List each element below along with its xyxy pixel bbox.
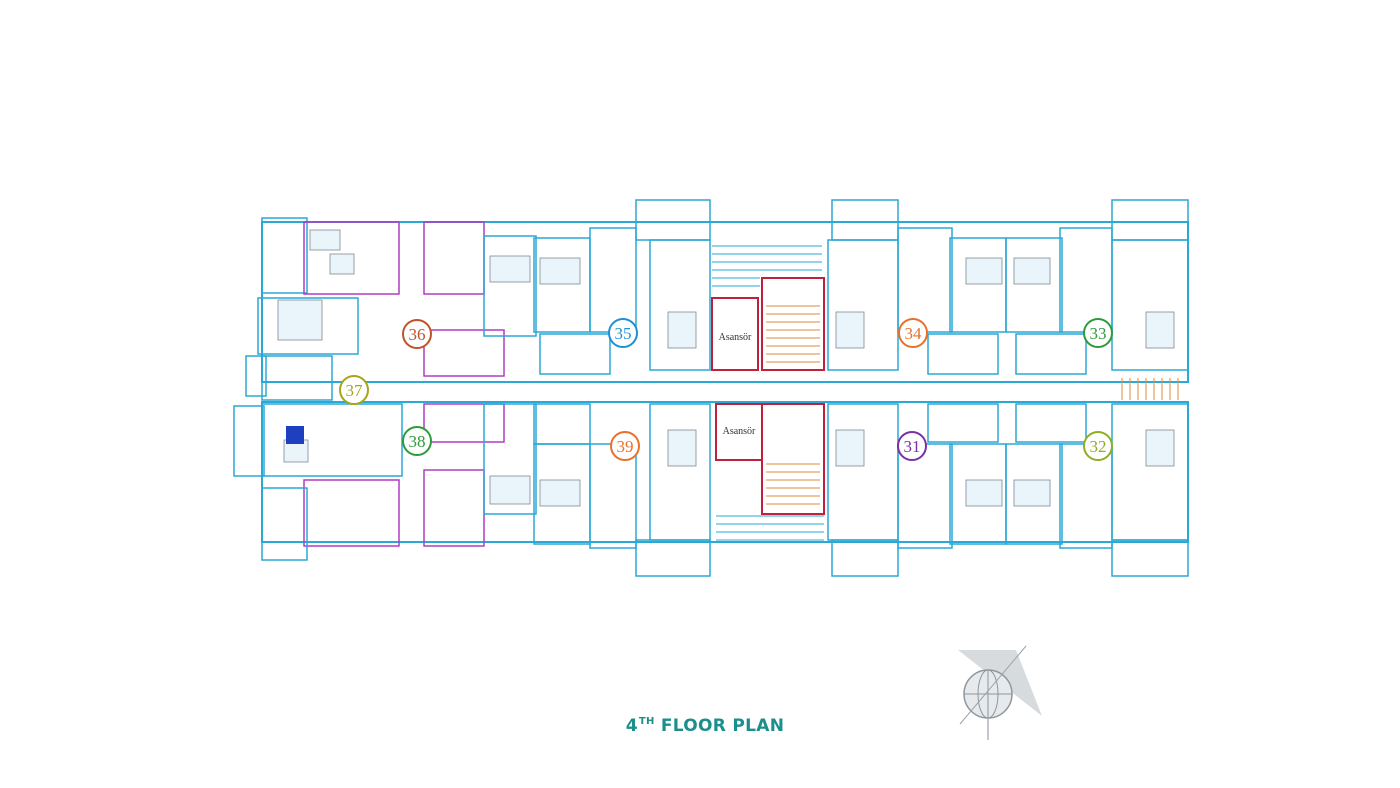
unit-marker-circle-31 [897, 431, 927, 461]
unit-number-37: 37 [346, 381, 364, 400]
unit-marker-circle-34 [898, 318, 928, 348]
floor-plan-title: 4TH FLOOR PLAN [560, 716, 850, 736]
unit-number-34: 34 [905, 324, 923, 343]
compass-rose [958, 645, 1042, 740]
light-well-hatching [712, 245, 824, 541]
apartment-blocks [483, 199, 1189, 577]
unit-marker-circle-39 [610, 431, 640, 461]
unit-markers: 36 35 34 33 37 38 39 31 32 [339, 318, 1113, 461]
unit-number-31: 31 [904, 437, 921, 456]
blue-accent-sofa [286, 426, 304, 444]
floor-number: 4 [625, 716, 638, 736]
floor-ordinal: TH [638, 716, 655, 728]
elevator-label-lower: Asansör [723, 426, 756, 437]
unit-number-35: 35 [615, 324, 632, 343]
unit-marker-circle-38 [402, 426, 432, 456]
unit-marker-circle-37 [339, 375, 369, 405]
unit-number-32: 32 [1090, 437, 1107, 456]
unit-number-33: 33 [1090, 324, 1107, 343]
elevator-core [711, 277, 825, 515]
unit-marker-circle-35 [608, 318, 638, 348]
unit-marker-circle-36 [402, 319, 432, 349]
unit-number-38: 38 [409, 432, 426, 451]
elevator-label-upper: Asansör [719, 332, 752, 343]
unit-number-36: 36 [409, 325, 426, 344]
left-wing [233, 217, 505, 561]
unit-marker-circle-32 [1083, 431, 1113, 461]
stairs [766, 305, 1179, 505]
unit-marker-circle-33 [1083, 318, 1113, 348]
floor-plan-text: FLOOR PLAN [660, 716, 785, 736]
unit-number-39: 39 [617, 437, 634, 456]
furniture-symbols [277, 229, 1175, 507]
